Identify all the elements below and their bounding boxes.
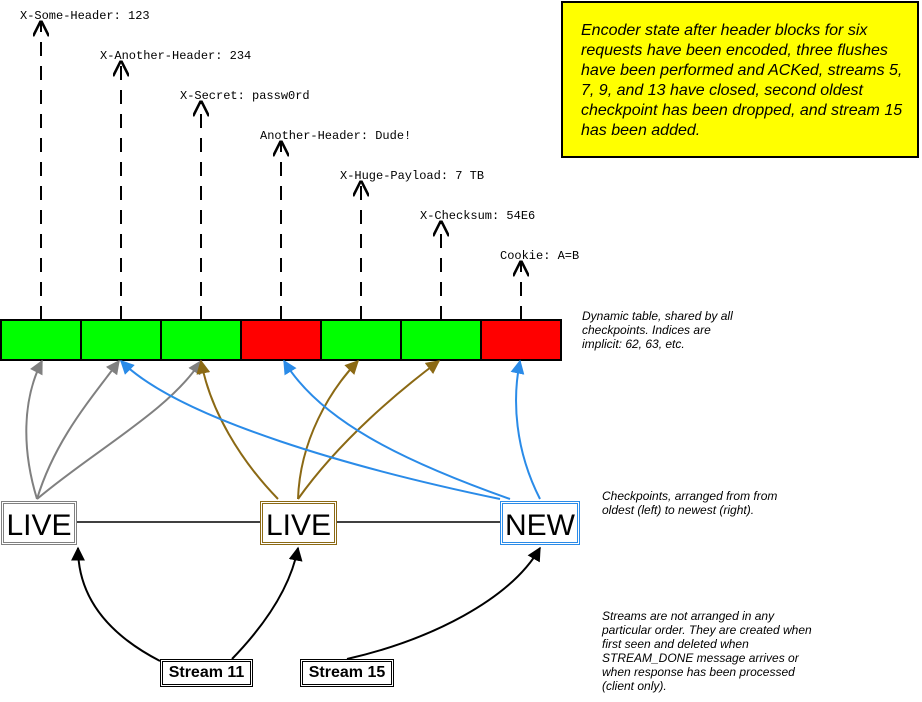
checkpoint-2: LIVE [260,501,337,545]
brown-arrow-entry-3 [196,359,279,500]
blue-arrow-entry-4 [283,359,511,500]
table-entry-2 [80,319,162,361]
brown-arrow-entry-5 [297,359,359,500]
table-entry-3 [160,319,242,361]
table-entry-5 [320,319,402,361]
table-entry-1 [0,319,82,361]
brown-arrow-entry-6 [297,360,441,500]
stream-arrows [71,546,541,662]
dynamic-table [0,319,562,361]
stream-11-box: Stream 11 [160,659,253,687]
stream-11-to-checkpoint-1 [71,546,161,662]
checkpoint-3-arrows [120,359,541,500]
table-note: Dynamic table, shared by all checkpoints… [582,309,733,351]
streams-note: Streams are not arranged in any particul… [602,609,812,693]
header-label-6: X-Checksum: 54E6 [420,209,536,223]
header-pointer-lines [41,22,521,320]
stream-15-box: Stream 15 [300,659,394,687]
gray-arrow-entry-3 [36,359,202,500]
header-label-5: X-Huge-Payload: 7 TB [340,169,485,183]
checkpoints-note: Checkpoints, arranged from from oldest (… [602,489,778,517]
header-label-2: X-Another-Header: 234 [100,49,252,63]
header-label-7: Cookie: A=B [500,249,580,263]
blue-arrow-entry-7 [510,359,541,500]
header-label-1: X-Some-Header: 123 [20,9,150,23]
gray-arrow-entry-2 [36,359,120,500]
encoder-state-note: Encoder state after header blocks for si… [561,1,919,158]
checkpoint-1-arrows [25,359,202,500]
stream-11-to-checkpoint-2 [231,546,303,660]
blue-arrow-entry-2 [120,360,501,500]
table-entry-4 [240,319,322,361]
header-label-3: X-Secret: passw0rd [180,89,310,103]
checkpoint-2-arrows [196,359,441,500]
header-label-4: Another-Header: Dude! [260,129,412,143]
checkpoint-3: NEW [500,501,580,545]
gray-arrow-entry-1 [25,359,43,500]
checkpoint-1: LIVE [1,501,77,545]
table-entry-7 [480,319,562,361]
stream-15-to-checkpoint-3 [346,546,541,660]
table-entry-6 [400,319,482,361]
